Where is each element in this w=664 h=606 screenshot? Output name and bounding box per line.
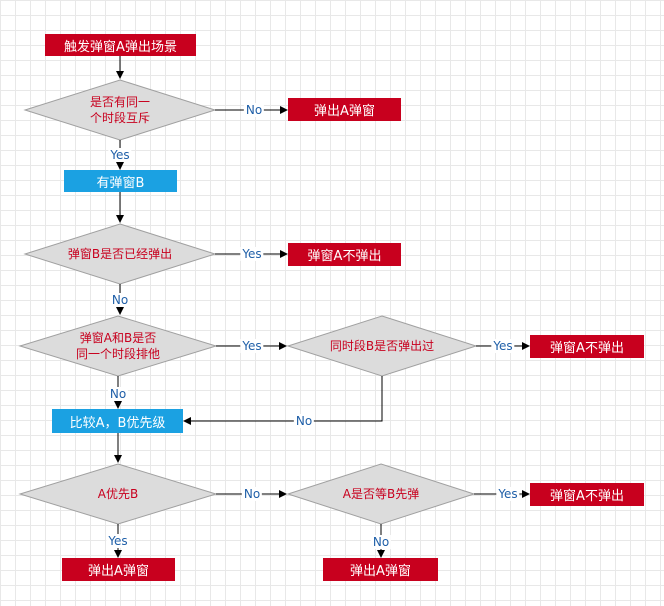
node-no-popup-a-2: 弹窗A不弹出 bbox=[530, 335, 644, 358]
label-b-popped-yes: Yes bbox=[240, 247, 264, 261]
node-popup-a-3: 弹出A弹窗 bbox=[323, 558, 438, 581]
decision-mutex-line2: 个时段互斥 bbox=[89, 111, 150, 125]
node-popup-a-1: 弹出A弹窗 bbox=[288, 98, 401, 121]
decision-b-popped-text: 弹窗B是否已经弹出 bbox=[67, 247, 173, 261]
label-period-popped-no: No bbox=[293, 414, 315, 428]
decision-a-priority-text: A优先B bbox=[97, 487, 139, 501]
decision-same-period-line1: 弹窗A和B是否 bbox=[79, 331, 157, 345]
node-start: 触发弹窗A弹出场景 bbox=[45, 34, 196, 56]
label-priority-yes: Yes bbox=[106, 534, 130, 548]
decision-mutex-text: 是否有同一 个时段互斥 bbox=[25, 94, 215, 126]
decision-same-period-line2: 同一个时段排他 bbox=[75, 347, 160, 361]
label-mutex-no: No bbox=[243, 103, 265, 117]
node-no-popup-a-1: 弹窗A不弹出 bbox=[288, 243, 401, 266]
label-b-popped-no: No bbox=[109, 293, 131, 307]
node-compare: 比较A，B优先级 bbox=[52, 409, 183, 433]
label-equals-no: No bbox=[370, 535, 392, 549]
label-equals-yes: Yes bbox=[496, 487, 520, 501]
node-has-b: 有弹窗B bbox=[64, 170, 177, 192]
label-period-popped-yes: Yes bbox=[491, 339, 515, 353]
decision-a-equals-text: A是否等B先弹 bbox=[342, 487, 420, 501]
decision-mutex-line1: 是否有同一 bbox=[89, 95, 150, 109]
node-popup-a-2: 弹出A弹窗 bbox=[62, 558, 175, 581]
decision-same-period-text: 弹窗A和B是否 同一个时段排他 bbox=[20, 330, 216, 362]
label-mutex-yes: Yes bbox=[108, 148, 132, 162]
label-priority-no: No bbox=[241, 487, 263, 501]
decision-b-popped-period-text: 同时段B是否弹出过 bbox=[329, 339, 435, 353]
label-same-period-yes: Yes bbox=[240, 339, 264, 353]
edge-periodpopped-no bbox=[183, 376, 383, 425]
node-no-popup-a-3: 弹窗A不弹出 bbox=[530, 483, 644, 506]
label-same-period-no: No bbox=[107, 387, 129, 401]
